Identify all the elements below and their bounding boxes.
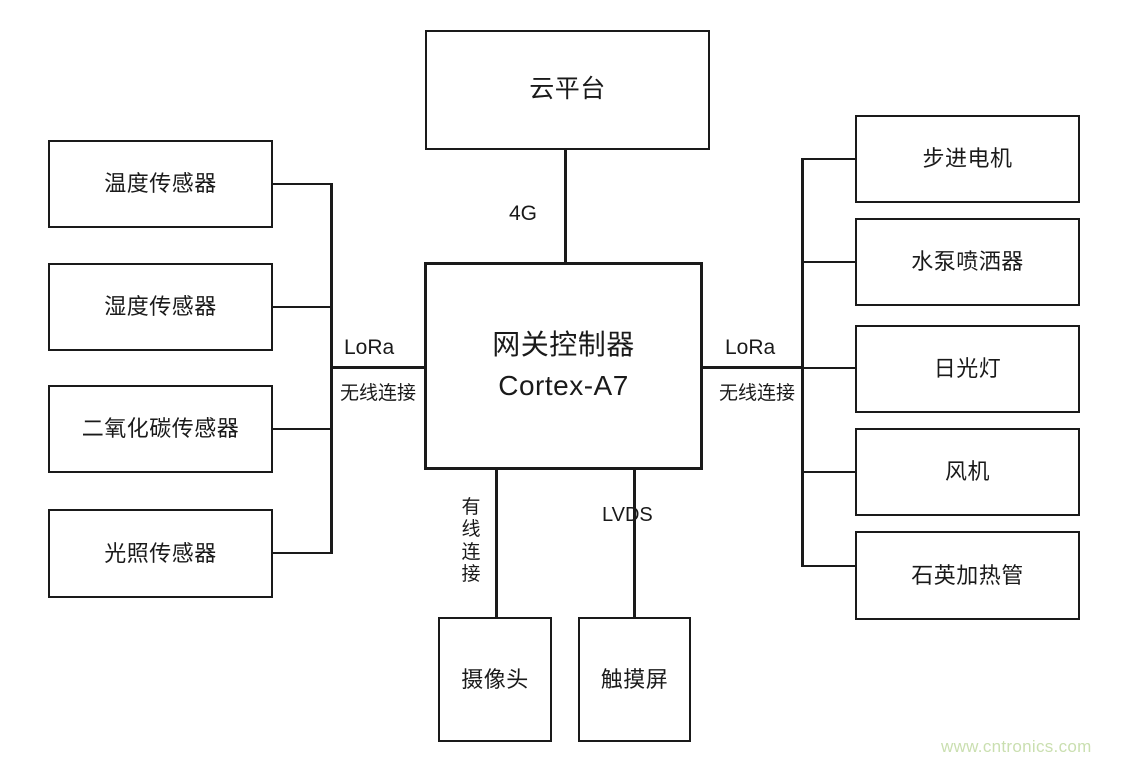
edge-stepper-motor-stub [801, 158, 857, 160]
node-water-pump-sprayer-label: 水泵喷洒器 [911, 249, 1024, 275]
node-touchscreen-label: 触摸屏 [600, 666, 669, 692]
edge-fan-stub [801, 471, 857, 473]
edge-daylight-lamp-stub [801, 367, 857, 369]
edge-label-lvds: LVDS [601, 500, 653, 531]
node-light-sensor-label: 光照传感器 [104, 540, 217, 566]
edge-cloud-to-gateway [564, 150, 567, 264]
node-gateway-controller-label-secondary: Cortex-A7 [498, 370, 629, 401]
edge-co2-sensor-stub [273, 428, 333, 430]
node-humidity-sensor[interactable]: 湿度传感器 [48, 263, 273, 351]
node-fan-label: 风机 [944, 459, 990, 485]
edge-gateway-to-touchscreen [633, 470, 636, 619]
node-co2-sensor-label: 二氧化碳传感器 [81, 416, 240, 442]
node-fan[interactable]: 风机 [855, 428, 1080, 516]
edge-label-wireless-left: 无线连接 [337, 378, 420, 405]
watermark-text: www.cntronics.com [941, 737, 1092, 756]
node-light-sensor[interactable]: 光照传感器 [48, 509, 273, 598]
edge-quartz-heater-stub [801, 565, 857, 567]
edge-label-4g: 4G [505, 202, 540, 226]
node-quartz-heater[interactable]: 石英加热管 [855, 531, 1080, 620]
node-daylight-lamp[interactable]: 日光灯 [855, 325, 1080, 413]
edge-gateway-to-camera [495, 470, 498, 619]
node-co2-sensor[interactable]: 二氧化碳传感器 [48, 385, 273, 473]
node-stepper-motor-label: 步进电机 [922, 146, 1013, 172]
node-gateway-controller-label-primary: 网关控制器 [492, 329, 635, 361]
node-temperature-sensor[interactable]: 温度传感器 [48, 140, 273, 228]
edge-water-pump-sprayer-stub [801, 261, 857, 263]
node-daylight-lamp-label: 日光灯 [933, 356, 1002, 382]
edge-label-wired-connection: 有线连接 [459, 495, 483, 589]
node-quartz-heater-label: 石英加热管 [911, 562, 1024, 588]
node-gateway-controller[interactable]: 网关控制器 Cortex-A7 [424, 262, 703, 470]
node-humidity-sensor-label: 湿度传感器 [104, 294, 217, 320]
edge-light-sensor-stub [273, 552, 333, 554]
edge-gateway-to-actuator-bus [701, 366, 804, 369]
edge-label-lora-left: LoRa [341, 336, 398, 360]
node-cloud-platform[interactable]: 云平台 [425, 30, 710, 150]
node-touchscreen[interactable]: 触摸屏 [578, 617, 691, 742]
node-camera[interactable]: 摄像头 [438, 617, 552, 742]
edge-sensor-bus-to-gateway [330, 366, 426, 369]
edge-label-lora-right: LoRa [722, 336, 779, 360]
node-water-pump-sprayer[interactable]: 水泵喷洒器 [855, 218, 1080, 306]
edge-humidity-sensor-stub [273, 306, 333, 308]
node-cloud-platform-label: 云平台 [529, 75, 606, 104]
node-temperature-sensor-label: 温度传感器 [104, 171, 217, 197]
edge-label-wireless-right: 无线连接 [716, 378, 799, 405]
edge-temperature-sensor-stub [273, 183, 333, 185]
edge-actuator-bus-trunk [801, 158, 804, 567]
node-camera-label: 摄像头 [461, 666, 529, 692]
node-stepper-motor[interactable]: 步进电机 [855, 115, 1080, 203]
